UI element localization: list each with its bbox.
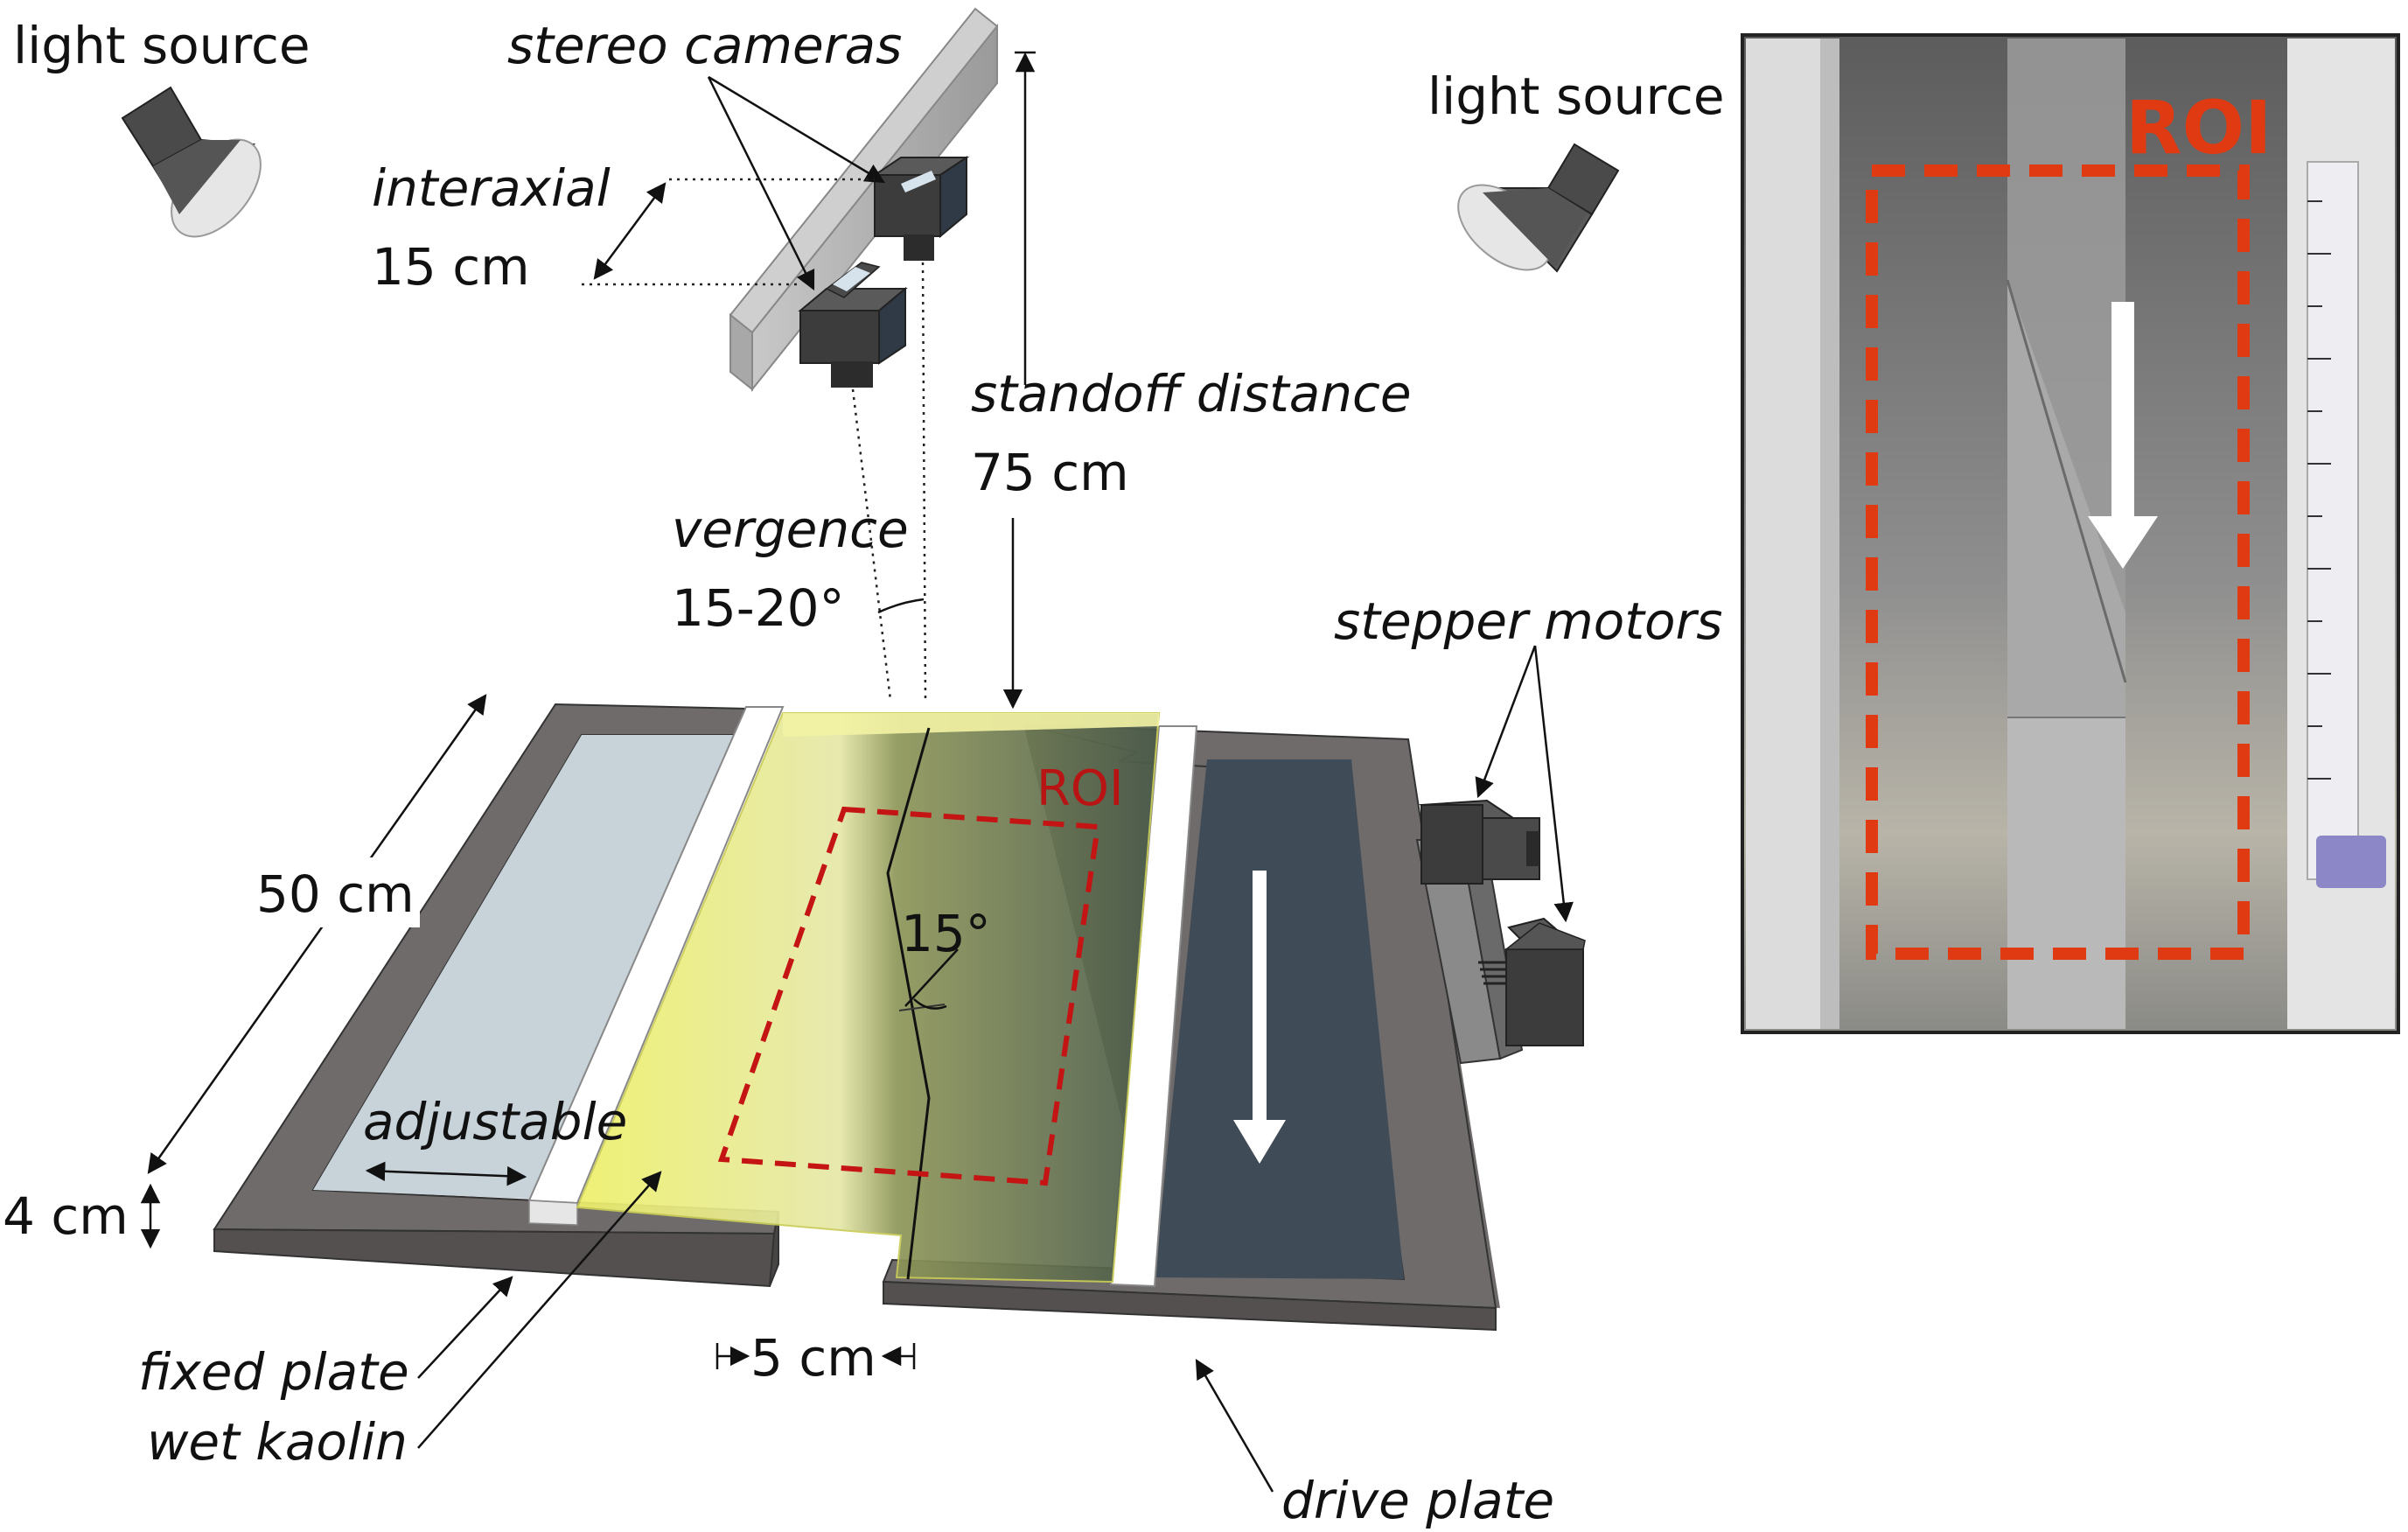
gap-label: 5 cm: [750, 1328, 876, 1388]
vergence-label: vergence: [672, 500, 909, 559]
wet-kaolin-pointer: [417, 1171, 662, 1449]
stepper-motors-label: stepper motors: [1334, 591, 1723, 651]
camera-icon: [798, 262, 908, 388]
direction-arrow-icon: [1233, 871, 1286, 1164]
height-label: 4 cm: [3, 1186, 129, 1246]
vergence-value: 15-20°: [672, 578, 845, 638]
direction-arrow-icon: [2088, 516, 2158, 569]
angle-label: 15°: [901, 904, 991, 963]
roi-region: [717, 806, 1101, 1186]
ruler-icon: [2307, 161, 2386, 888]
roi-label: ROI: [1036, 760, 1124, 817]
roi-photo-region: [1866, 164, 2250, 960]
stereo-cameras-label: stereo cameras: [507, 16, 902, 75]
wet-kaolin-layer: [576, 712, 1161, 1284]
interaxial-label: interaxial: [372, 158, 611, 218]
vergence-arc: [877, 598, 925, 614]
stereo-cameras-pointer: [708, 75, 885, 184]
stepper-motors-pointer: [1533, 645, 1574, 923]
roi-photo-label: ROI: [2125, 85, 2272, 171]
stereo-cameras-pointer: [707, 76, 815, 291]
interaxial-value: 15 cm: [372, 237, 530, 297]
camera-view-line: [851, 388, 892, 701]
length-label-bg: [245, 857, 420, 927]
length-dimension: [147, 694, 487, 1174]
fixed-plate-pointer: [417, 1276, 513, 1379]
camera-view-line: [921, 262, 927, 701]
interaxial-dimension: [593, 182, 667, 280]
angle-reference-line: [904, 948, 959, 1007]
stepper-motor-icon: [1478, 917, 1586, 1046]
drive-plate-label: drive plate: [1281, 1471, 1554, 1530]
light-source-icon: [1457, 143, 1620, 273]
standoff-distance-label: standoff distance: [971, 364, 1412, 423]
light-source-right-label: light source: [1427, 66, 1725, 126]
stepper-motors-pointer: [1475, 645, 1537, 799]
light-source-icon: [121, 86, 262, 238]
direction-arrow-icon: [2111, 302, 2134, 521]
adjustable-dimension: [365, 1161, 527, 1186]
camera-icon: [871, 156, 970, 261]
standoff-value: 75 cm: [971, 443, 1129, 502]
shear-zone-line: [886, 727, 931, 1280]
drive-plate: [882, 724, 1500, 1332]
fixed-plate-label: fixed plate: [138, 1342, 409, 1402]
angle-arc: [913, 998, 947, 1010]
stepper-motor-icon: [1415, 799, 1540, 1065]
length-label: 50 cm: [256, 864, 415, 924]
wet-kaolin-label: wet kaolin: [147, 1412, 408, 1472]
light-source-left-label: light source: [13, 16, 311, 75]
drive-plate-pointer: [1195, 1359, 1274, 1493]
adjustable-label: adjustable: [363, 1092, 627, 1151]
roi-photo-inset: ROI: [1741, 33, 2400, 1034]
